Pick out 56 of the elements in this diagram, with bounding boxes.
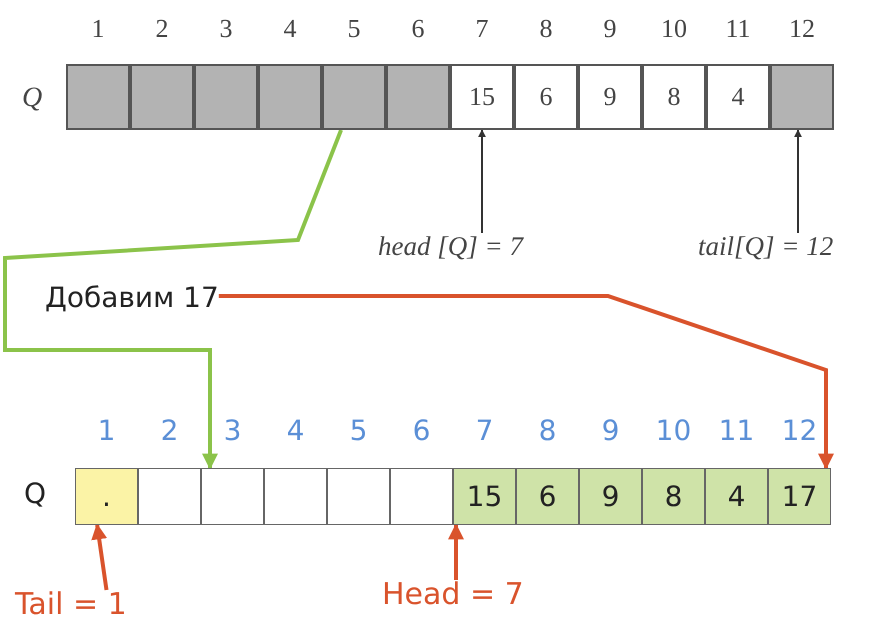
index-number: 7 [474,417,494,445]
pointer-label: Tail = 1 [15,590,127,620]
index-number: 8 [538,16,554,42]
array-name: Q [22,84,42,112]
empty-array-cell [386,64,450,130]
index-number: 12 [788,16,816,42]
arrow [218,294,834,470]
empty-array-cell [194,64,258,130]
index-number: 9 [600,417,620,445]
arrow [794,129,802,233]
pointer-label: Head = 7 [382,580,524,610]
pointer-label: head [Q] = 7 [378,233,523,260]
index-number: 6 [410,16,426,42]
empty-array-cell [130,64,194,130]
array-cell: 6 [514,64,578,130]
index-number: 12 [780,417,818,445]
array-cell: 8 [642,468,705,525]
arrow [3,129,343,470]
index-number: 5 [346,16,362,42]
array-cell: 8 [642,64,706,130]
empty-array-cell [322,64,386,130]
arrow [448,523,464,580]
index-number: 4 [286,417,306,445]
arrow [478,129,486,233]
arrow [91,523,108,590]
index-number: 3 [218,16,234,42]
index-number: 8 [538,417,558,445]
array-cell: 9 [579,468,642,525]
index-number: 1 [96,417,116,445]
array-name: Q [24,480,46,508]
empty-array-cell [770,64,834,130]
index-number: 2 [160,417,180,445]
index-number: 11 [724,16,752,42]
array-cell: . [75,468,138,525]
index-number: 9 [602,16,618,42]
pointer-label: tail[Q] = 12 [698,233,834,260]
array-cell: 9 [578,64,642,130]
index-number: 7 [474,16,490,42]
index-number: 2 [154,16,170,42]
index-number: 6 [412,417,432,445]
index-number: 4 [282,16,298,42]
index-number: 10 [660,16,688,42]
index-number: 3 [222,417,242,445]
array-cell: 4 [705,468,768,525]
array-cell: 15 [453,468,516,525]
index-number: 11 [718,417,756,445]
index-number: 1 [90,16,106,42]
index-number: 5 [348,417,368,445]
array-cell: 17 [768,468,831,525]
index-number: 10 [654,417,692,445]
empty-array-cell [66,64,130,130]
array-cell: 6 [516,468,579,525]
empty-array-cell [258,64,322,130]
array-cell: 4 [706,64,770,130]
annotation-text: Добавим 17 [45,284,219,312]
array-cell: 15 [450,64,514,130]
